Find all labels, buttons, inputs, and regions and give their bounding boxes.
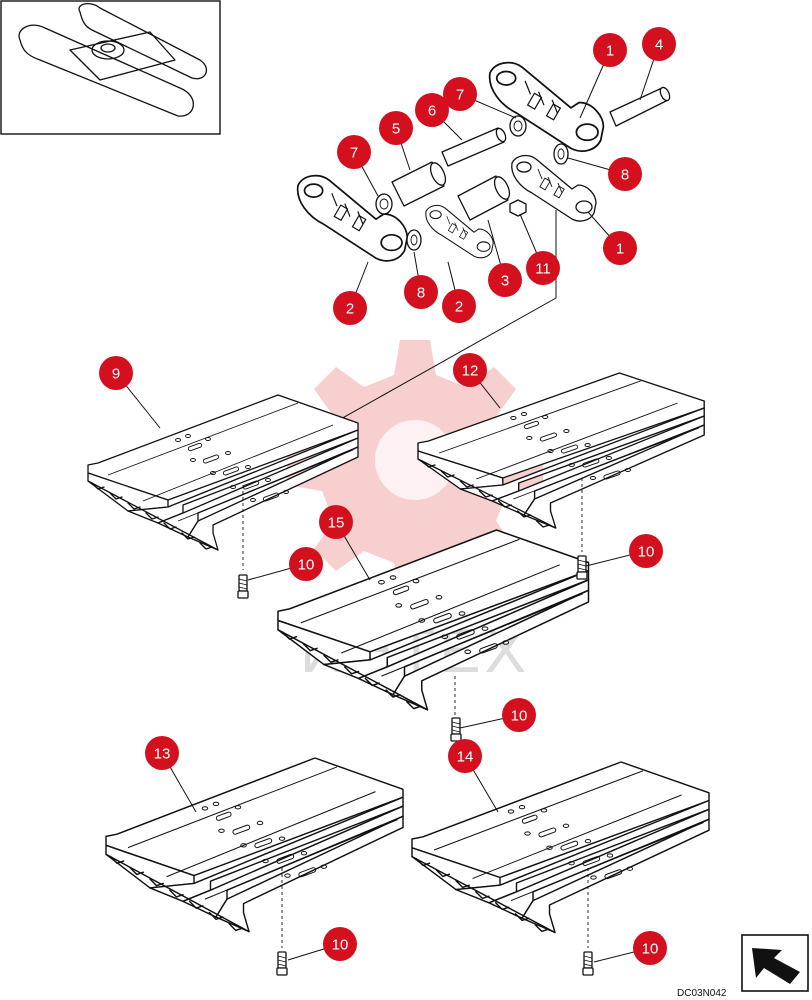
callout-label: 8 bbox=[621, 167, 629, 184]
track-shoe-9 bbox=[87, 394, 359, 551]
callout-11: 11 bbox=[526, 251, 560, 285]
track-link-left-outer bbox=[296, 174, 409, 262]
callout-10: 10 bbox=[633, 931, 667, 965]
callout-10: 10 bbox=[323, 927, 357, 961]
callout-2: 2 bbox=[442, 289, 476, 323]
callout-15: 15 bbox=[319, 505, 353, 539]
callout-label: 10 bbox=[642, 941, 659, 958]
callout-label: 1 bbox=[606, 43, 614, 60]
callout-7: 7 bbox=[443, 77, 477, 111]
callout-7: 7 bbox=[337, 135, 371, 169]
crawler-overview-icon bbox=[0, 0, 221, 135]
callout-label: 2 bbox=[455, 299, 463, 316]
callout-12: 12 bbox=[453, 353, 487, 387]
drawing-code: DC03N042 bbox=[677, 988, 727, 999]
pin-4 bbox=[609, 86, 671, 127]
callout-label: 14 bbox=[457, 749, 474, 766]
callout-13: 13 bbox=[145, 736, 179, 770]
callout-label: 10 bbox=[298, 557, 315, 574]
callout-4: 4 bbox=[642, 27, 676, 61]
callout-label: 7 bbox=[350, 145, 358, 162]
nut-11 bbox=[509, 199, 527, 217]
seal-7-upper bbox=[509, 115, 527, 137]
bolt-10-e bbox=[582, 951, 594, 976]
callout-label: 1 bbox=[616, 241, 624, 258]
callout-8: 8 bbox=[404, 275, 438, 309]
callout-8: 8 bbox=[608, 157, 642, 191]
callout-1: 1 bbox=[603, 231, 637, 265]
bolt-10-d bbox=[276, 951, 288, 976]
callout-6: 6 bbox=[415, 93, 449, 127]
track-shoe-13 bbox=[105, 757, 404, 933]
callout-10: 10 bbox=[629, 534, 663, 568]
callout-label: 15 bbox=[328, 515, 345, 532]
direction-arrow-icon bbox=[741, 934, 809, 992]
seal-7-lower bbox=[375, 193, 393, 215]
callout-5: 5 bbox=[379, 111, 413, 145]
track-link-right-upper bbox=[488, 61, 605, 152]
callout-2: 2 bbox=[333, 291, 367, 325]
track-shoe-14 bbox=[411, 761, 710, 934]
bolt-10-b bbox=[576, 555, 588, 580]
callout-label: 10 bbox=[332, 937, 349, 954]
callout-label: 13 bbox=[154, 746, 171, 763]
bolt-10-a bbox=[237, 574, 249, 599]
callout-10: 10 bbox=[502, 698, 536, 732]
callout-label: 2 bbox=[346, 301, 354, 318]
callout-label: 10 bbox=[511, 708, 528, 725]
callout-label: 3 bbox=[501, 273, 509, 290]
callout-label: 9 bbox=[112, 366, 120, 383]
callout-label: 12 bbox=[462, 363, 479, 380]
callout-9: 9 bbox=[99, 356, 133, 390]
callout-14: 14 bbox=[448, 739, 482, 773]
callout-label: 10 bbox=[638, 544, 655, 561]
pin-6 bbox=[441, 127, 507, 167]
bushing-5 bbox=[391, 161, 447, 207]
callout-label: 7 bbox=[456, 87, 464, 104]
callout-label: 4 bbox=[655, 37, 663, 54]
bolt-10-c bbox=[450, 717, 462, 742]
callout-label: 5 bbox=[392, 121, 400, 138]
callout-3: 3 bbox=[488, 263, 522, 297]
spacer-8-right bbox=[553, 143, 569, 165]
callout-label: 11 bbox=[535, 261, 551, 278]
callout-label: 6 bbox=[428, 103, 436, 120]
bushing-3 bbox=[457, 175, 511, 221]
callout-1: 1 bbox=[593, 33, 627, 67]
callout-10: 10 bbox=[289, 547, 323, 581]
spacer-8-left bbox=[406, 229, 422, 251]
callout-label: 8 bbox=[417, 285, 425, 302]
